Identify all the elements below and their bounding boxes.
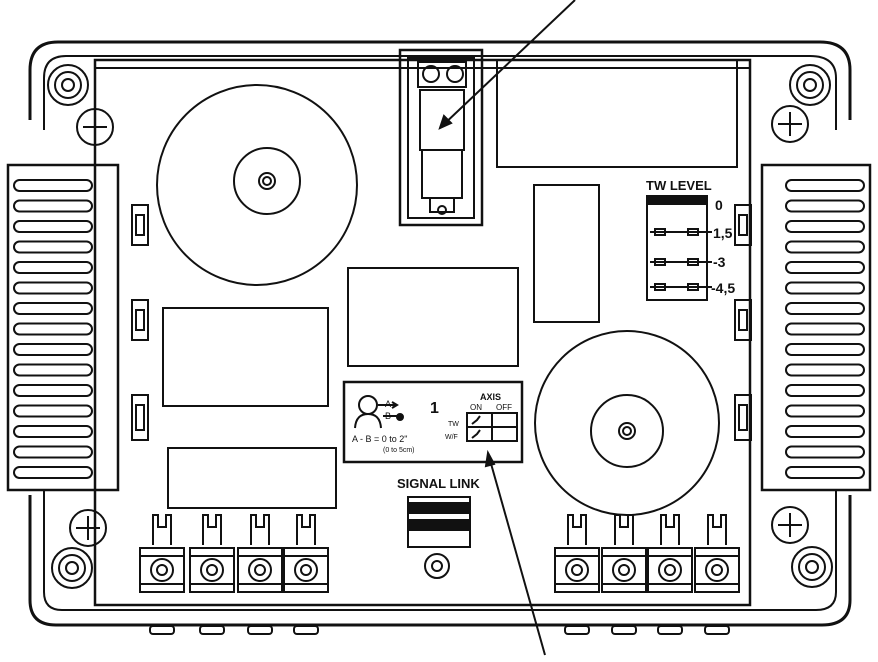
foot [657, 625, 683, 635]
heatsink-fin [13, 261, 93, 274]
terminal-block-right [554, 514, 740, 593]
heatsink-fin [785, 445, 865, 459]
heatsink-fin [785, 343, 865, 356]
row-tw-label: TW [448, 421, 459, 428]
heatsink-fin [13, 302, 93, 315]
inductor-large [156, 84, 358, 286]
foot [611, 625, 637, 635]
heatsink-fin [13, 179, 93, 192]
terminal [139, 514, 185, 593]
tw-level-0: 0 [715, 197, 723, 213]
tw-level-minus-3: -3 [713, 254, 726, 270]
heatsink-fin [13, 466, 93, 479]
terminal [189, 514, 235, 593]
foot [149, 625, 175, 635]
heatsink-fin [785, 425, 865, 438]
terminal [554, 514, 600, 593]
heatsink-fin [13, 363, 93, 377]
heatsink-fin [13, 199, 93, 213]
corner-screw-top-left [47, 64, 114, 146]
heatsink-fin [785, 220, 865, 233]
heatsink-fin [13, 445, 93, 459]
heatsink-fin [785, 302, 865, 315]
heatsink-fin [785, 261, 865, 274]
terminal [283, 514, 329, 593]
pointer-arrows [438, 0, 576, 656]
left-heatsink [6, 163, 120, 492]
terminal [601, 514, 647, 593]
foot [293, 625, 319, 635]
distance-line-2: (0 to 5cm) [383, 447, 415, 454]
distance-line-1: A - B = 0 to 2" [352, 434, 407, 444]
heatsink-fin [13, 425, 93, 438]
legend-a: A [385, 399, 391, 409]
axis-title: AXIS [480, 392, 501, 402]
foot [564, 625, 590, 635]
heatsink-fin [13, 281, 93, 295]
heatsink-fin [785, 363, 865, 377]
heatsink-fin [785, 199, 865, 213]
heatsink-fin [785, 179, 865, 192]
legend-b: B [385, 411, 391, 421]
tw-level-jumper [646, 195, 712, 301]
foot [247, 625, 273, 635]
heatsink-fin [785, 240, 865, 254]
terminal [647, 514, 693, 593]
corner-screw-bottom-right [771, 506, 833, 588]
heatsink-fin [785, 281, 865, 295]
tw-level-title: TW LEVEL [646, 178, 712, 193]
foot [199, 625, 225, 635]
signal-link-connector [407, 496, 471, 579]
corner-screw-top-right [771, 64, 831, 143]
corner-screw-bottom-left [51, 509, 107, 589]
heatsink-fin [13, 404, 93, 418]
heatsink-fin [785, 404, 865, 418]
signal-link-label: SIGNAL LINK [397, 476, 480, 491]
terminal-block-left [139, 514, 329, 593]
bottom-feet [149, 625, 730, 635]
side-clips [131, 204, 752, 441]
fuse-holder [398, 48, 484, 227]
heatsink-fin [13, 240, 93, 254]
heatsink-fin [13, 322, 93, 336]
capacitors [162, 59, 738, 509]
row-wf-label: W/F [445, 434, 458, 441]
foot [704, 625, 730, 635]
tw-level-minus-4-5: -4,5 [711, 280, 735, 296]
right-heatsink [760, 163, 872, 492]
settings-label-plate [342, 380, 524, 464]
heatsink-fin [13, 220, 93, 233]
axis-off-label: OFF [496, 403, 512, 412]
tw-level-1-5: 1,5 [713, 225, 733, 241]
heatsink-fin [13, 384, 93, 397]
terminal [694, 514, 740, 593]
heatsink-fin [785, 322, 865, 336]
terminal [237, 514, 283, 593]
heatsink-fin [785, 466, 865, 479]
heatsink-fin [13, 343, 93, 356]
inductor-small [534, 330, 720, 516]
heatsink-fin [785, 384, 865, 397]
settings-number: 1 [430, 400, 439, 417]
axis-on-label: ON [470, 403, 482, 412]
